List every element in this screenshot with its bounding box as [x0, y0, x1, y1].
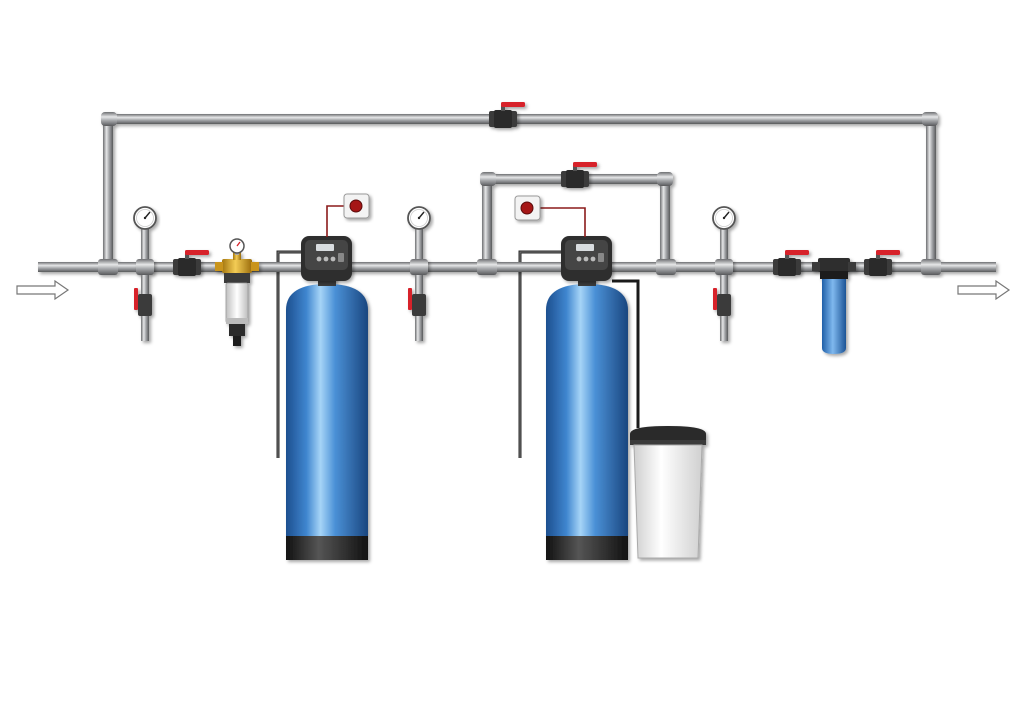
- sampling-valve-3: [713, 288, 731, 316]
- sampling-valve-2: [408, 288, 426, 316]
- brine-tank: [630, 426, 706, 559]
- sensor-2: [514, 195, 586, 237]
- sampling-valve-1: [134, 288, 152, 316]
- gauge-station-1: [133, 206, 157, 341]
- filter-tank-1: [286, 276, 368, 560]
- pressure-gauge-2: [407, 206, 431, 230]
- softener-tank-2: [546, 276, 628, 560]
- pressure-gauge-1: [133, 206, 157, 230]
- outlet-arrow: [957, 279, 1011, 301]
- drain-lines: [276, 250, 640, 458]
- ball-valve-3: [773, 250, 809, 276]
- sensor-1: [326, 193, 370, 237]
- main-bypass-loop: [101, 112, 938, 267]
- ball-valve-1: [173, 250, 209, 276]
- main-pipe: [38, 259, 996, 275]
- control-head-1: [301, 236, 352, 281]
- bypass-valve-2: [561, 162, 597, 188]
- cartridge-filter: [812, 258, 856, 354]
- sediment-gauge: [229, 238, 245, 255]
- ball-valve-4: [864, 250, 900, 276]
- control-head-2: [561, 236, 612, 281]
- sediment-filter: [215, 252, 259, 346]
- gauge-station-2: [407, 206, 431, 341]
- main-bypass-valve: [489, 102, 525, 128]
- pressure-gauge-3: [712, 206, 736, 230]
- gauge-station-3: [712, 206, 736, 341]
- inlet-arrow: [16, 279, 70, 301]
